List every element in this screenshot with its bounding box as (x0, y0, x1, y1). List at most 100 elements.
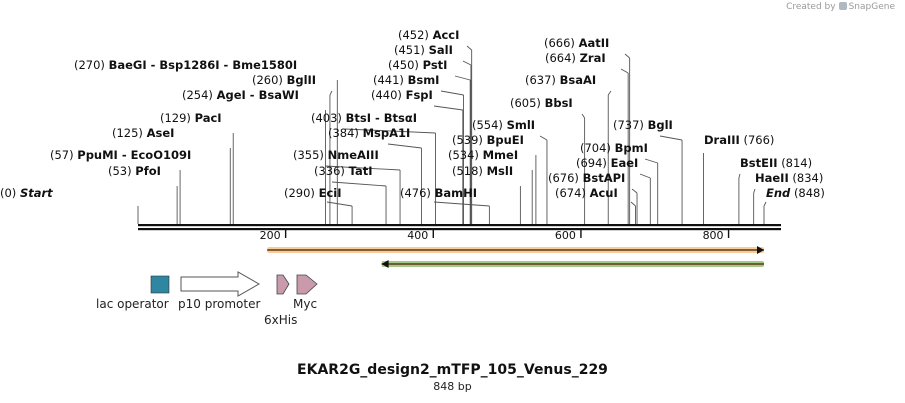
site-label: (518) MslI (452, 164, 513, 178)
ruler-tick-label: 200 (259, 229, 281, 242)
site-position: (125) (112, 126, 143, 140)
site-leader-bend (624, 53, 630, 59)
site-name: BpuEI (486, 133, 524, 147)
map-title: EKAR2G_design2_mTFP_105_Venus_229 (297, 362, 608, 378)
site-label: (664) ZraI (545, 51, 606, 65)
site-leader-bend (433, 201, 490, 207)
site-name: TatI (348, 164, 373, 178)
site-position: (664) (545, 51, 576, 65)
site-position: (0) (0, 186, 17, 200)
site-leader-bend (763, 201, 767, 207)
backbone-line-bottom (138, 228, 781, 231)
site-leader-bend (329, 90, 333, 96)
snapgene-logo-icon (838, 2, 847, 10)
myc-tag-arrow (296, 274, 318, 295)
site-name: BstEII (740, 156, 778, 170)
site-label: (441) BsmI (373, 73, 439, 87)
orf-forward-arrowhead (757, 246, 764, 254)
site-position: (518) (452, 164, 483, 178)
site-name: AcuI (589, 186, 618, 200)
site-name: FspI (405, 88, 433, 102)
site-label: (254) AgeI - BsaWI (182, 88, 299, 102)
site-label: (666) AatII (544, 36, 609, 50)
site-label: (674) AcuI (555, 186, 618, 200)
site-name: AseI (146, 126, 175, 140)
site-position: (539) (452, 133, 483, 147)
site-label: End (848) (766, 186, 825, 200)
site-position: (666) (544, 36, 575, 50)
site-position: (694) (576, 156, 607, 170)
site-position: (384) (328, 126, 359, 140)
site-name: End (766, 186, 791, 200)
site-position: (451) (394, 43, 425, 57)
site-position: (452) (398, 28, 429, 42)
site-position: (554) (472, 118, 503, 132)
site-name: BstAPI (582, 171, 626, 185)
site-position: (704) (580, 141, 611, 155)
site-position: (476) (400, 186, 431, 200)
ruler-tick-label: 400 (407, 229, 429, 242)
site-position: (834) (792, 171, 824, 185)
site-label: (451) SalI (394, 43, 453, 57)
site-position: (355) (293, 148, 324, 162)
site-label: (605) BbsI (510, 96, 573, 110)
site-label: (0) Start (0, 186, 53, 200)
site-position: (440) (371, 88, 402, 102)
site-name: BpmI (614, 141, 648, 155)
site-leader-bend (607, 90, 612, 96)
site-position: (814) (781, 156, 813, 170)
feature-label: Myc (293, 297, 318, 311)
site-label: (554) SmlI (472, 118, 535, 132)
site-leader-bend (620, 68, 629, 74)
site-leader-bend (631, 188, 638, 194)
site-label: BstEII (814) (740, 156, 812, 170)
site-label: (129) PacI (160, 111, 222, 125)
site-label: (290) EciI (284, 186, 342, 200)
site-name: EaeI (610, 156, 639, 170)
site-leader-bend (639, 173, 651, 179)
credit-brand: SnapGene (848, 2, 895, 12)
site-position: (270) (74, 58, 105, 72)
site-label: (384) MspA1I (328, 126, 410, 140)
site-name: PpuMI - EcoO109I (77, 148, 192, 162)
site-leader-bend (581, 113, 585, 119)
site-name: BamHI (434, 186, 478, 200)
site-name: ZraI (579, 51, 606, 65)
site-position: (254) (182, 88, 213, 102)
site-name: SmlI (506, 118, 536, 132)
site-label: (452) AccI (398, 28, 459, 42)
site-name: NmeAIII (327, 148, 379, 162)
site-label: (336) TatI (314, 164, 373, 178)
site-name: EciI (318, 186, 342, 200)
site-position: (336) (314, 164, 345, 178)
site-position: (848) (793, 186, 825, 200)
p10-promoter-arrow (180, 271, 261, 297)
map-length: 848 bp (433, 380, 472, 393)
site-name: BsaAI (559, 73, 597, 87)
site-name: BglI (647, 118, 673, 132)
site-name: BglII (286, 73, 317, 87)
site-leader-bend (738, 173, 741, 179)
his-tag-arrow (276, 274, 290, 295)
site-label: DraIII (766) (704, 133, 774, 147)
site-label: (355) NmeAIII (293, 148, 379, 162)
site-position: (534) (448, 148, 479, 162)
site-leader-bend (462, 60, 472, 66)
site-leader-bend (326, 201, 353, 207)
site-leader-bend (454, 75, 471, 81)
site-leader-bend (659, 135, 683, 141)
orf-reverse-arrowhead (381, 260, 389, 268)
site-leader-bend (644, 158, 658, 164)
site-name: AgeI - BsaWI (216, 88, 299, 102)
site-label: (539) BpuEI (452, 133, 524, 147)
ruler-tick-label: 800 (702, 229, 724, 242)
site-position: (290) (284, 186, 315, 200)
site-leader-bend (331, 181, 387, 187)
site-leader-bend (344, 128, 436, 134)
site-label: (125) AseI (112, 126, 174, 140)
site-leader-bend (466, 45, 472, 51)
site-position: (260) (252, 73, 283, 87)
site-label: (53) PfoI (108, 164, 161, 178)
